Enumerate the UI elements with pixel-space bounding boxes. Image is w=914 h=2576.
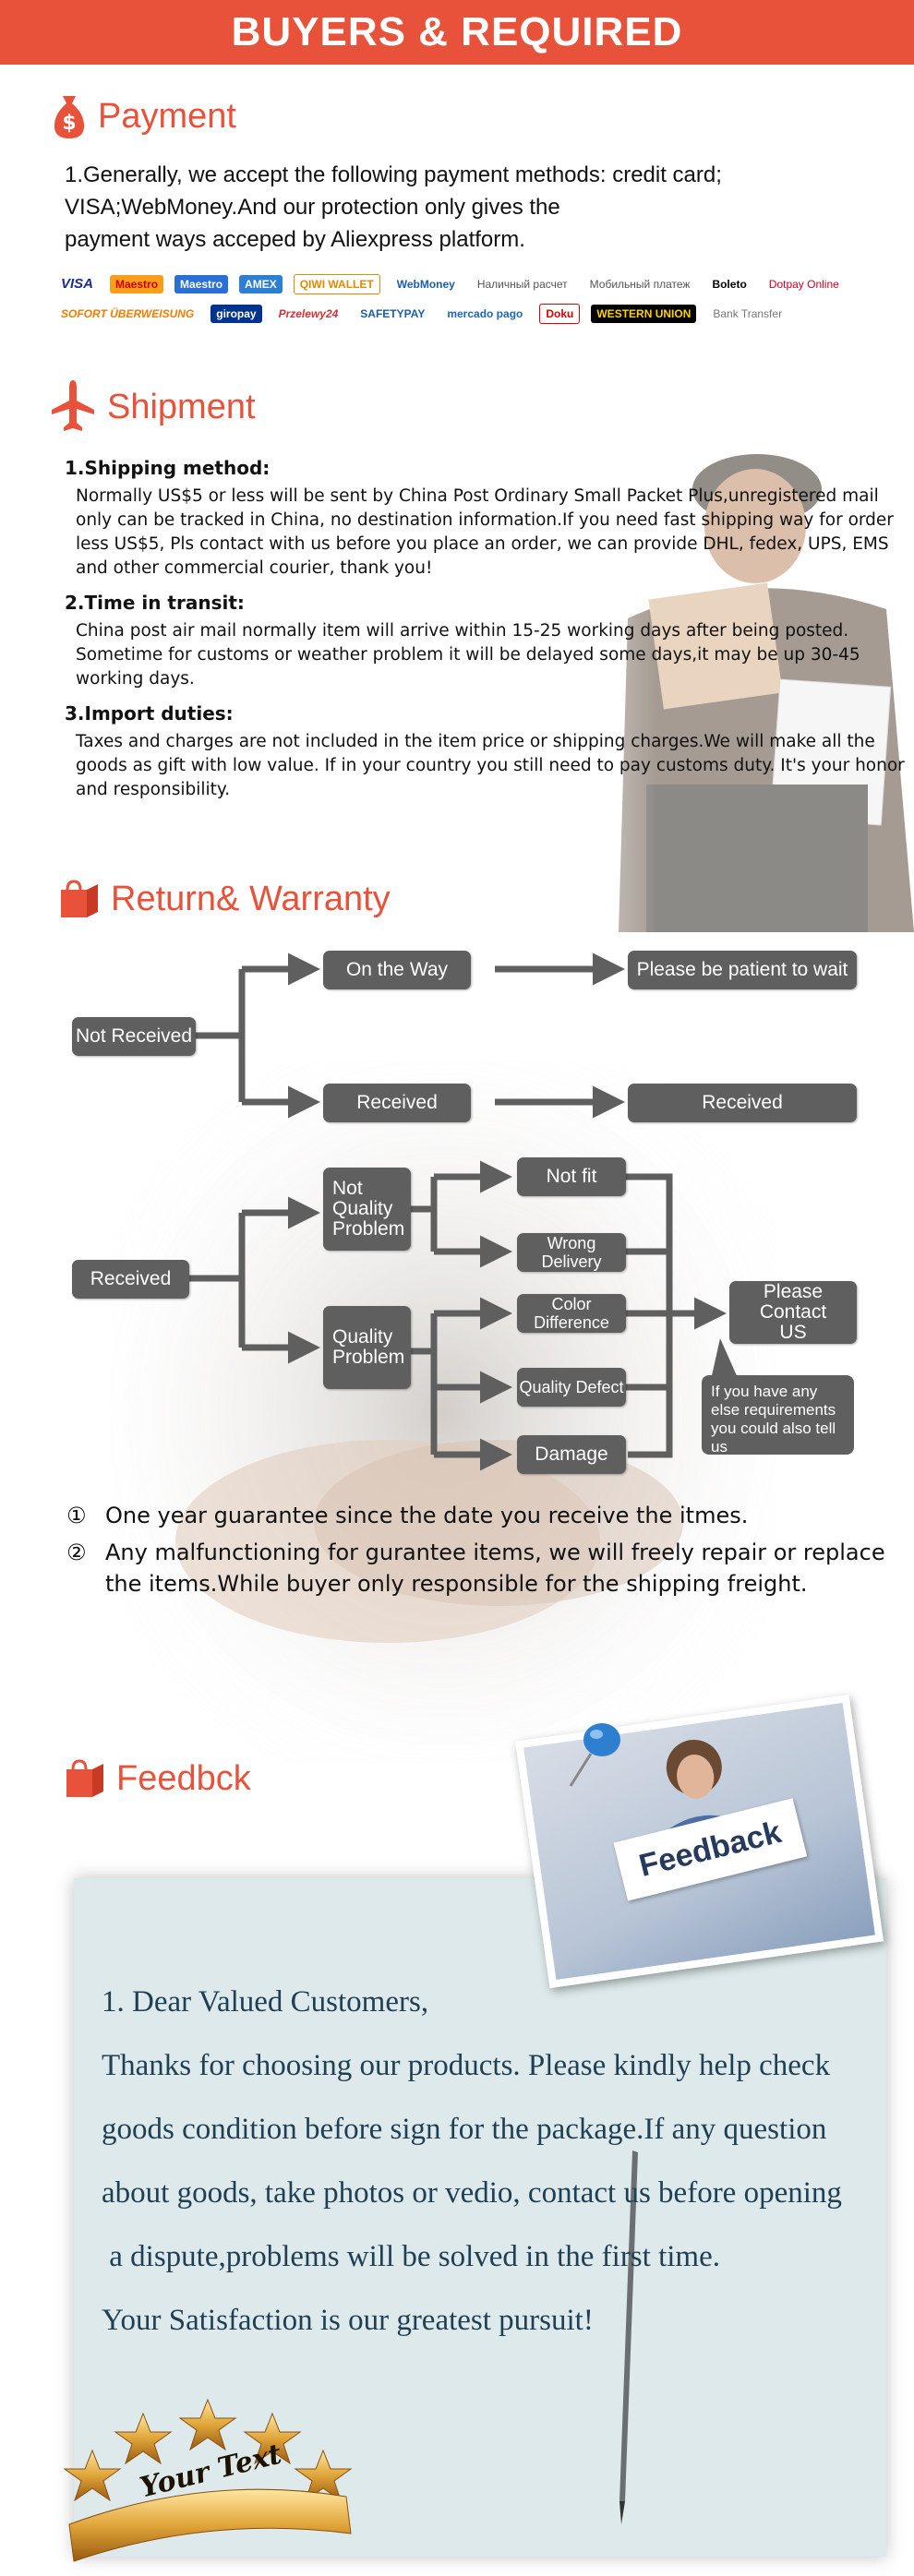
not-fit-box: Not fit: [517, 1157, 626, 1196]
feedback-line: 1. Dear Valued Customers,: [102, 1985, 429, 2019]
visa-logo: VISA: [61, 276, 94, 292]
feedback-title: Feedbck: [116, 1758, 251, 1798]
shipping-method-title: 1.Shipping method:: [65, 457, 271, 479]
guarantee-number: ②: [66, 1540, 87, 1565]
money-bag-icon: $: [54, 96, 85, 138]
safetypay-logo: SAFETYPAY: [360, 307, 426, 320]
payment-title: Payment: [98, 96, 236, 136]
feedback-line: Thanks for choosing our products. Please…: [102, 2049, 831, 2082]
payment-logos: VISA Maestro Maestro AMEX QIWI WALLET We…: [55, 273, 905, 324]
feedback-photo: Feedback: [514, 1694, 884, 1989]
sofort-logo: SOFORT ÜBERWEISUNG: [61, 307, 195, 320]
bank-transfer-logo: Bank Transfer: [713, 307, 783, 320]
payment-heading: $ Payment: [52, 92, 236, 140]
shipment-title: Shipment: [107, 387, 256, 426]
pushpin-icon: [569, 1723, 620, 1787]
feedback-line: Your Satisfaction is our greatest pursui…: [102, 2304, 594, 2337]
payment-line: VISA;WebMoney.And our protection only gi…: [65, 195, 560, 220]
transit-time-title: 2.Time in transit:: [65, 592, 245, 614]
page-header: BUYERS & REQUIRED: [0, 0, 914, 65]
wrong-delivery-box: Wrong Delivery: [517, 1233, 626, 1272]
page-title: BUYERS & REQUIRED: [231, 9, 683, 54]
contact-us-box: Please Contact US: [729, 1281, 857, 1344]
amex-logo: AMEX: [239, 274, 283, 294]
shipment-content: 1.Shipping method: Normally US$5 or less…: [65, 457, 909, 813]
shipment-heading: Shipment: [50, 378, 256, 436]
color-difference-box: Color Difference: [517, 1294, 626, 1333]
webmoney-logo: WebMoney: [396, 277, 455, 291]
guarantee-list: ① One year guarantee since the date you …: [66, 1500, 897, 1600]
handshake-photo: [111, 1061, 776, 1763]
guarantee-text: One year guarantee since the date you re…: [105, 1503, 749, 1528]
dotpay-logo: Dotpay Online: [768, 277, 839, 291]
transit-time-text: China post air mail normally item will a…: [76, 621, 860, 689]
quality-defect-box: Quality Defect: [517, 1368, 626, 1407]
import-duties-text: Taxes and charges are not included in th…: [76, 732, 905, 799]
received-right-box: Received: [628, 1084, 857, 1122]
warranty-title: Return& Warranty: [111, 879, 391, 918]
not-quality-box: Not Quality Problem: [323, 1168, 411, 1251]
payment-text: 1.Generally, we accept the following pay…: [65, 159, 859, 256]
quality-problem-box: Quality Problem: [323, 1306, 411, 1389]
maestro-logo: Maestro: [174, 274, 229, 294]
svg-text:$: $: [62, 112, 76, 135]
airplane-icon: [52, 380, 94, 431]
feedback-card: [74, 1878, 886, 2557]
guarantee-text: Any malfunctioning for gurantee items, w…: [105, 1540, 885, 1597]
shopping-bag-icon: [66, 1759, 103, 1797]
not-received-box: Not Received: [72, 1017, 196, 1056]
feedback-text: 1. Dear Valued Customers, Thanks for cho…: [102, 1971, 896, 2353]
other-requirements-bubble: If you have any else requirements you co…: [702, 1375, 854, 1456]
feedback-line: about goods, take photos or vedio, conta…: [102, 2176, 842, 2210]
warranty-heading: Return& Warranty: [59, 879, 391, 919]
doku-logo: Doku: [539, 304, 581, 324]
przelewy24-logo: Przelewy24: [278, 307, 339, 320]
payment-line: payment ways acceped by Aliexpress platf…: [65, 227, 525, 252]
courier-photo: [517, 452, 914, 932]
payment-line: 1.Generally, we accept the following pay…: [65, 162, 722, 187]
maestro-logo: Maestro: [110, 274, 164, 294]
guarantee-number: ①: [66, 1503, 87, 1528]
boleto-logo: Boleto: [712, 277, 747, 291]
giropay-logo: giropay: [210, 305, 262, 323]
received-left-box: Received: [72, 1260, 189, 1299]
western-union-logo: WESTERN UNION: [591, 305, 697, 323]
import-duties-title: 3.Import duties:: [65, 702, 234, 725]
mobile-payment-logo: Мобильный платеж: [589, 277, 691, 291]
gold-stars-badge: [63, 2398, 353, 2562]
pen-decoration: [619, 2151, 638, 2524]
received-mid-box: Received: [323, 1084, 471, 1122]
shopping-bag-icon: [61, 880, 98, 917]
be-patient-box: Please be patient to wait: [628, 951, 857, 989]
guarantee-item: ② Any malfunctioning for gurantee items,…: [66, 1537, 897, 1600]
damage-box: Damage: [517, 1435, 626, 1474]
cash-logo: Наличный расчет: [476, 277, 568, 291]
shipping-method-text: Normally US$5 or less will be sent by Ch…: [76, 486, 894, 578]
guarantee-item: ① One year guarantee since the date you …: [66, 1500, 897, 1531]
qiwi-logo: QIWI WALLET: [293, 273, 380, 294]
feedback-line: goods condition before sign for the pack…: [102, 2113, 827, 2146]
feedback-line: a dispute,problems will be solved in the…: [102, 2240, 720, 2273]
mercadopago-logo: mercado pago: [447, 307, 523, 320]
feedback-heading: Feedbck: [65, 1758, 251, 1799]
on-the-way-box: On the Way: [323, 951, 471, 989]
